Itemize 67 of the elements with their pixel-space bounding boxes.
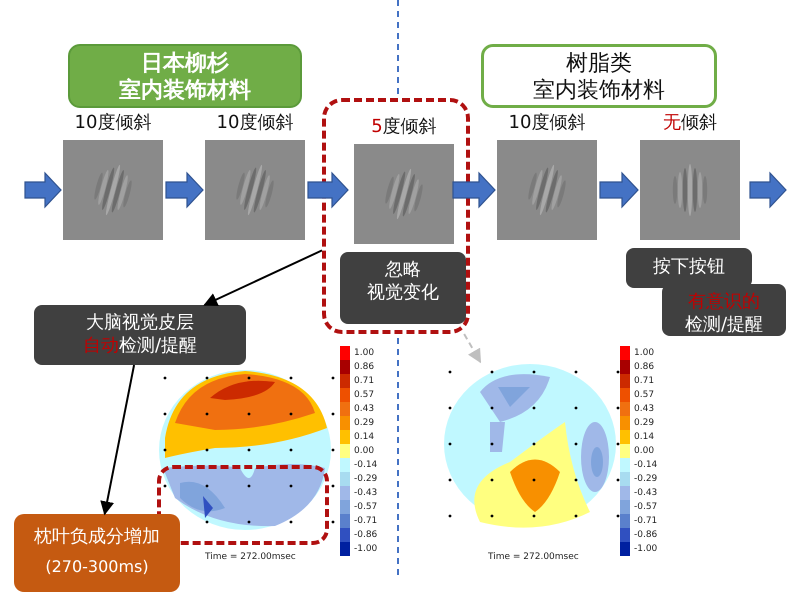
scale-value: 0.29 [634,417,654,429]
box-text: 室内装饰材料 [532,77,666,104]
time-range-text: (270-300ms) [44,556,150,578]
scale-value: -0.29 [354,473,378,485]
scale-value: 0.71 [634,375,654,387]
panel-heading: 10度倾斜 [216,111,294,135]
panel-heading: 10度倾斜 [508,111,586,135]
scale-value: 0.00 [634,445,654,457]
block-arrow [452,171,496,209]
note-box [34,305,246,365]
scale-value: 0.29 [354,417,374,429]
arrow [100,364,136,516]
scale-value: -0.14 [354,459,378,471]
scale-value: -0.86 [634,529,658,541]
scale-value: -0.29 [634,473,658,485]
scale-value: 1.00 [634,347,654,359]
scale-value: 0.71 [354,375,374,387]
box-text: 室内装饰材料 [118,77,252,104]
scale-value: 1.00 [354,347,374,359]
scale-value: -1.00 [634,543,658,555]
box-text: 树脂类 [565,50,633,77]
block-arrow [24,171,62,209]
scale-value: 0.57 [634,389,654,401]
arrow [463,334,482,364]
scale-value: 0.57 [354,389,374,401]
material-label-box [68,44,302,108]
scale-value: -0.71 [634,515,658,527]
box-text: 忽略 [384,258,422,281]
box-text: 自动检测/提醒 [82,334,198,357]
scale-value: -0.43 [354,487,378,499]
box-text: 视觉变化 [366,281,440,304]
scale-value: -0.14 [634,459,658,471]
result-box [14,514,180,592]
panel-heading: 5度倾斜 [370,115,438,139]
scale-value: -0.57 [354,501,378,513]
box-text: 检测/提醒 [684,313,764,336]
note-box [626,248,752,288]
scale-value: 0.14 [354,431,374,443]
scale-value: -0.57 [634,501,658,513]
time-label: Time = 272.00msec [488,552,579,562]
box-text: 大脑视觉皮层 [85,311,195,334]
note-box [662,284,786,336]
scale-value: 0.43 [354,403,374,415]
panel-heading: 10度倾斜 [74,111,152,135]
scale-value: 0.86 [634,361,654,373]
block-arrow [599,171,639,209]
note-box [340,252,466,324]
box-text: 按下按钮 [652,255,726,278]
box-text: 日本柳杉 [140,50,230,77]
block-arrow [307,171,349,209]
scale-value: -0.86 [354,529,378,541]
scale-value: 0.43 [634,403,654,415]
time-label: Time = 272.00msec [205,552,296,562]
box-text: 枕叶负成分增加 [33,525,161,549]
scale-value: -1.00 [354,543,378,555]
panel-heading: 无倾斜 [662,111,718,135]
highlight-frame [322,98,470,334]
box-text: 有意识的 [687,290,761,313]
block-arrow [749,171,787,209]
block-arrow [165,171,204,209]
scale-value: -0.71 [354,515,378,527]
scale-value: 0.00 [354,445,374,457]
material-label-box [481,44,717,108]
scale-value: 0.86 [354,361,374,373]
scale-value: 0.14 [634,431,654,443]
arrow [203,250,322,306]
scale-value: -0.43 [634,487,658,499]
